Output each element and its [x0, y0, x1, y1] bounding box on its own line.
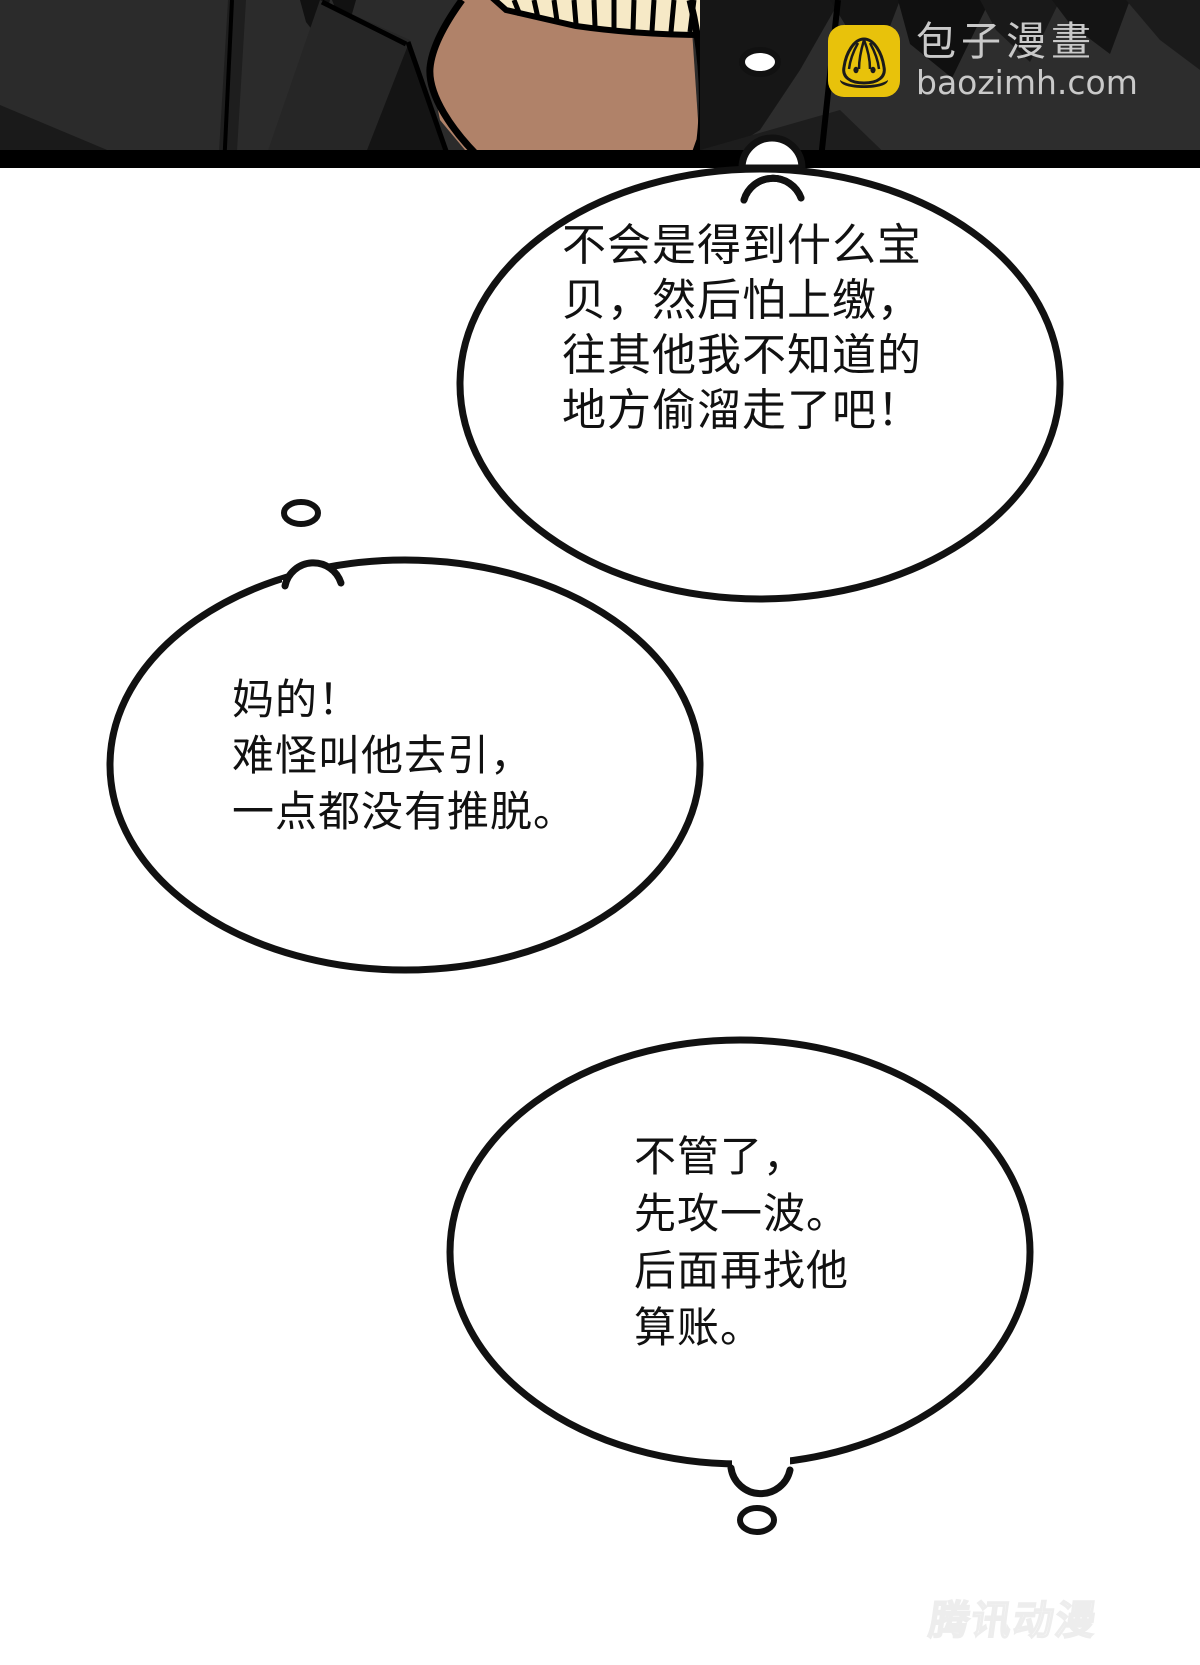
bubble-2-tail-merge	[282, 578, 348, 598]
tencent-comics-watermark: 腾讯动漫	[925, 1597, 1101, 1645]
bubble-3-text: 不管了， 先攻一波。 后面再找他 算账。	[634, 1132, 850, 1353]
bubble-3-tail-arc	[727, 1464, 794, 1498]
hair-line-c	[320, 0, 408, 47]
hair-plate-a	[262, 0, 410, 168]
hair-notch-g	[1126, 0, 1200, 70]
hair-wedge-b	[355, 40, 455, 168]
hair-notch-d	[898, 0, 990, 78]
bubble-2-tail-arc	[281, 559, 345, 590]
hair-notch-e	[980, 0, 1060, 62]
bubble-2-text: 妈的！ 难怪叫他去引， 一点都没有推脱。	[232, 675, 577, 836]
hair-line-b	[405, 41, 455, 168]
thought-bubble-top-right[interactable]	[456, 47, 1064, 603]
hair-notch-f	[1052, 0, 1130, 54]
watermark-title-cn: 包子漫畫	[916, 19, 1096, 65]
bubble-1-tail-merge	[746, 196, 800, 210]
watermark-title-en: baozimh.com	[916, 63, 1138, 102]
panel-bottom-border	[0, 150, 1200, 168]
bubble-3-thought-dot	[737, 1505, 777, 1535]
face-outline-left	[426, 0, 489, 167]
thought-bubble-middle-left[interactable]	[106, 499, 704, 974]
bubble-2-thought-dot	[281, 499, 321, 527]
bubble-1-tail-nub	[738, 134, 806, 172]
bubble-1-thought-dot	[739, 47, 781, 77]
bubble-2-body	[106, 556, 704, 974]
watermark-text-block: 包子漫畫 baozimh.com	[916, 22, 1138, 99]
bubble-1-body	[456, 165, 1064, 603]
hair-line-a	[222, 0, 234, 168]
bubble-1-text: 不会是得到什么宝 贝，然后怕上缴， 往其他我不知道的 地方偷溜走了吧！	[562, 220, 922, 436]
thought-bubble-bottom[interactable]	[446, 1036, 1034, 1535]
manga-art-panel	[0, 0, 1200, 168]
bubble-1-tail-arc	[740, 174, 805, 204]
steamed-bun-icon	[828, 24, 900, 97]
baozimh-watermark[interactable]: 包子漫畫 baozimh.com	[828, 22, 1138, 99]
face-skin-main	[429, 0, 700, 168]
hair-wedge-c	[700, 0, 840, 168]
